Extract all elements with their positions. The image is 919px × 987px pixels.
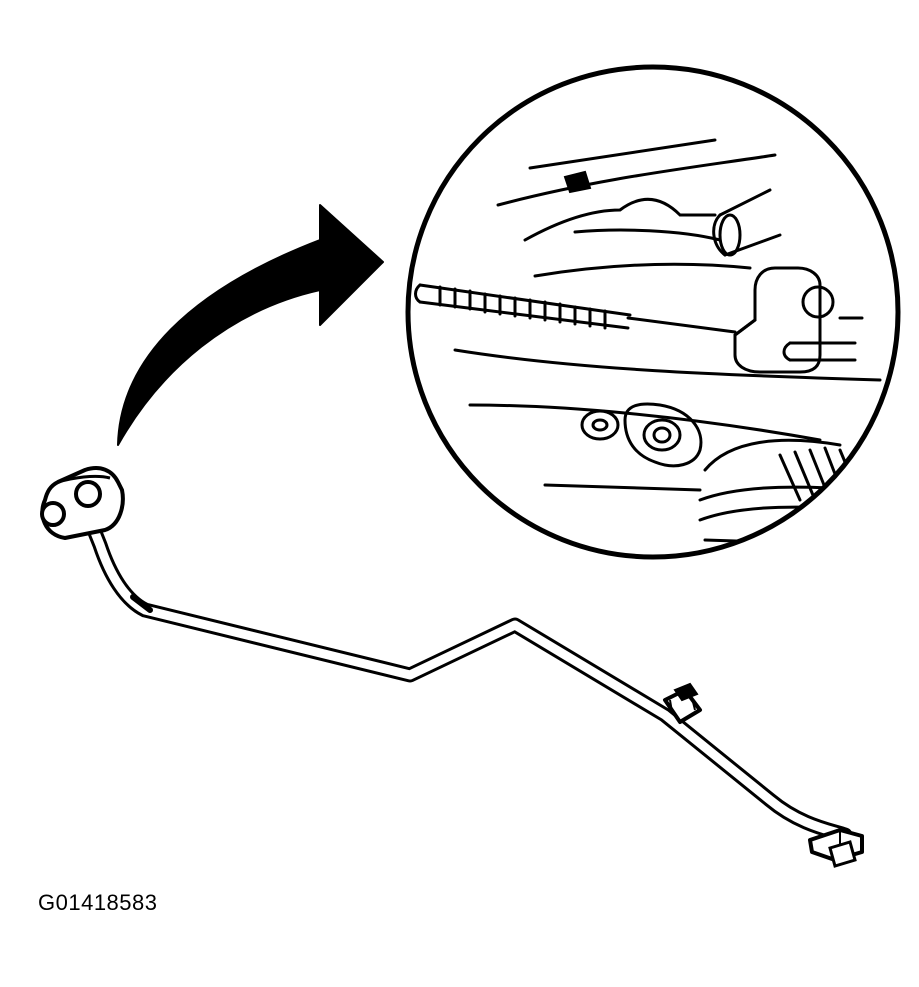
curved-arrow-icon: [117, 204, 384, 446]
ac-line-assembly: [40, 466, 864, 868]
detail-magnifier: [405, 64, 901, 560]
service-port: [663, 682, 702, 724]
figure-code: G01418583: [38, 890, 158, 915]
line-block-fitting: [40, 466, 125, 540]
line-end-fitting: [808, 828, 864, 868]
